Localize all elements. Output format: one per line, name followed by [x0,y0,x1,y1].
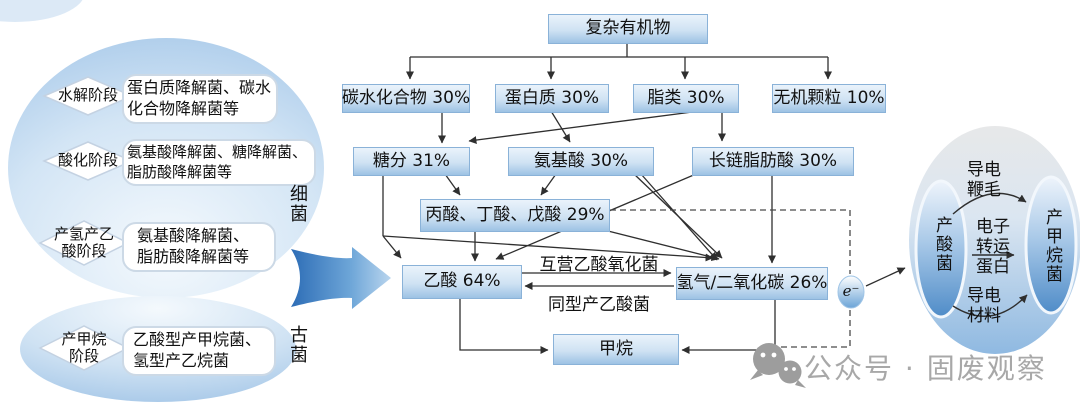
acidogens-ellipse [914,179,968,319]
connector-lines [382,42,906,354]
electron-transfer-protein-label: 电子转运蛋白 [976,217,1010,278]
stage-label-acidification: 酸化阶段 [57,151,118,169]
stage-label-acetogenesis: 产氢产乙酸阶段 [53,225,114,261]
methanogens-ellipse [1024,175,1078,315]
organisms-box-methanogenesis: 乙酸型产甲烷菌、氢型产乙烷菌 [122,326,276,376]
node-methane: 甲烷 [553,334,679,365]
edge-label-homoacetogens: 同型产乙酸菌 [548,295,650,315]
node-inorganic-particles: 无机颗粒 10% [772,84,886,113]
archaea-group-label: 古菌 [287,325,308,365]
node-hydrogen-co2: 氢气/二氧化碳 26% [676,267,828,300]
node-acetate: 乙酸 64% [402,265,522,299]
watermark-text: 公众号 · 固废观察 [804,352,1047,385]
conductive-materials-label: 导电材料 [967,286,1001,327]
bacteria-group-label: 细菌 [287,184,308,224]
organisms-box-hydrolysis: 蛋白质降解菌、碳水化合物降解菌等 [122,74,278,124]
node-protein: 蛋白质 30% [495,84,609,113]
node-amino-acids: 氨基酸 30% [508,147,654,176]
stage-label-hydrolysis: 水解阶段 [57,86,118,104]
acidogens-label: 产酸菌 [932,216,952,273]
node-carbohydrates: 碳水化合物 30% [342,84,470,113]
electron-label: e⁻ [842,282,860,300]
node-volatile-fatty-acids: 丙酸、丁酸、戊酸 29% [420,199,610,232]
wechat-icon [750,343,806,388]
organisms-box-acetogenesis: 氨基酸降解菌、脂肪酸降解菌等 [122,222,276,272]
node-complex-organics: 复杂有机物 [548,14,708,44]
stage-label-methanogenesis: 产甲烷阶段 [61,330,107,366]
node-long-chain-fatty-acids: 长链脂肪酸 30% [692,147,854,176]
organisms-box-acidification: 氨基酸降解菌、糖降解菌、脂肪酸降解菌等 [122,139,316,186]
edge-label-syntrophic-acetate-oxidizers: 互营乙酸氧化菌 [539,255,659,275]
node-lipids: 脂类 30% [633,84,739,113]
diet-arrows [952,192,1028,317]
conductive-pili-label: 导电鞭毛 [967,160,1001,201]
node-sugars: 糖分 31% [353,147,470,176]
corner-blob [0,0,83,22]
e-minus-node [837,275,865,309]
methanogens-label: 产甲烷菌 [1042,208,1062,284]
electron-dashed-path [610,209,851,348]
big-arrow [291,247,391,309]
